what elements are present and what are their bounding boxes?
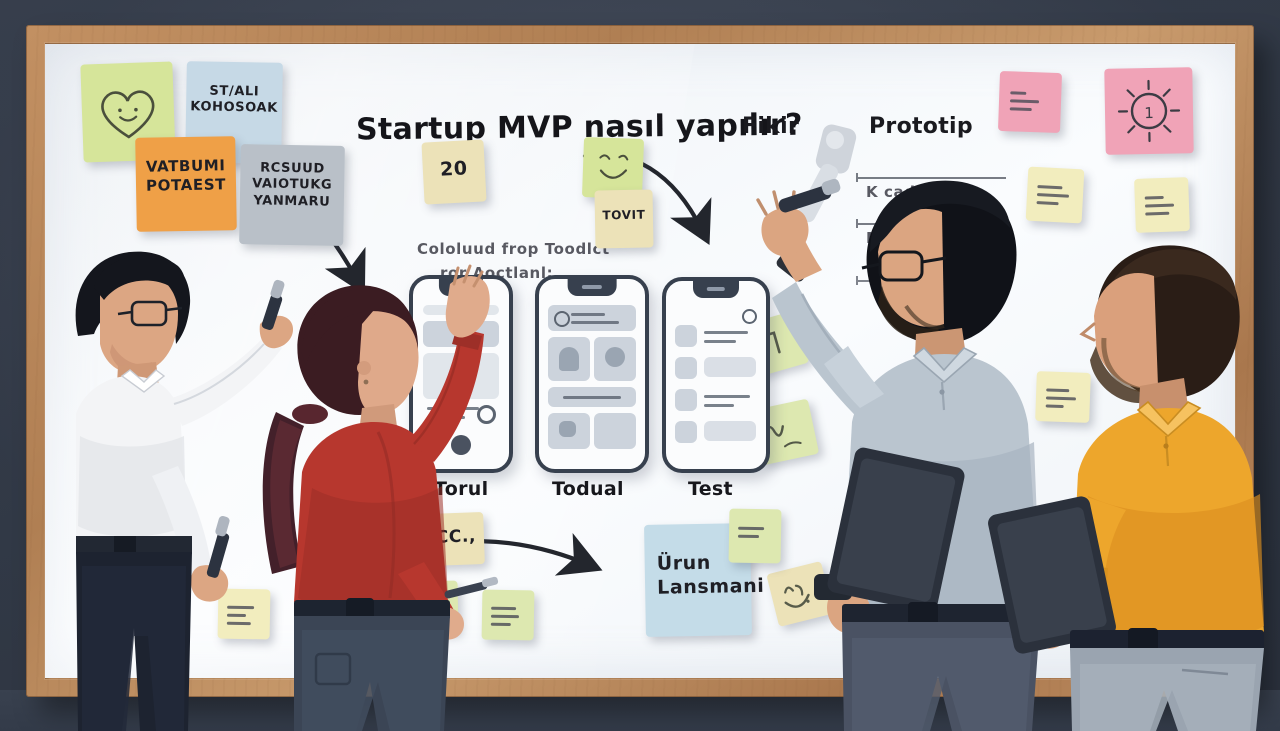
phone-label-test: Test bbox=[688, 478, 733, 500]
phone-notch bbox=[693, 281, 739, 298]
sticky-note-yellow-right-2[interactable] bbox=[1134, 177, 1190, 233]
sticky-note-launch-top[interactable] bbox=[728, 508, 782, 564]
diagram-rule-1 bbox=[858, 177, 1006, 179]
heart-icon bbox=[101, 90, 155, 139]
page-title: Startup MVP nasıl yapılır? bbox=[355, 107, 803, 148]
phone-ui-line bbox=[571, 321, 619, 324]
phone-ui-ring bbox=[554, 311, 570, 327]
phone-home-button[interactable] bbox=[451, 435, 471, 455]
sticky-note-orange[interactable]: VATBUMI POTAEST bbox=[135, 136, 237, 232]
sticky-note-pink-lines[interactable] bbox=[997, 70, 1063, 134]
note-scribble-lines bbox=[1009, 91, 1051, 117]
person-man-yellow bbox=[988, 228, 1280, 731]
sticky-note-gray-label: RCSUUD VAIOTUKG YANMARU bbox=[251, 160, 333, 210]
pseudo-text-line-1: Cololuud frop Toodlct bbox=[417, 240, 610, 258]
note-scribble-lines bbox=[738, 527, 772, 544]
sticky-note-twenty-label: 20 bbox=[439, 157, 469, 181]
sticky-note-orange-label: VATBUMI POTAEST bbox=[145, 156, 227, 195]
phone-list-thumb bbox=[675, 389, 697, 411]
phone-ui-ring bbox=[477, 405, 496, 424]
phone-ui-line bbox=[704, 395, 750, 398]
sun-icon: 1 bbox=[1117, 79, 1181, 143]
phone-ui-ring bbox=[742, 309, 757, 324]
person-man-blue-polo bbox=[756, 156, 1046, 731]
phone-notch bbox=[567, 279, 617, 296]
phone-ui-line bbox=[704, 404, 734, 407]
svg-text:1: 1 bbox=[1144, 104, 1154, 122]
phone-ui-avatar bbox=[605, 347, 625, 367]
sticky-note-heart[interactable] bbox=[80, 61, 176, 163]
phone-ui-icon bbox=[559, 421, 576, 437]
sticky-note-small-focus-label: ST/ALI KOHOSOAK bbox=[190, 83, 278, 117]
phone-label-todual: Todual bbox=[552, 478, 624, 500]
phone-ui-block bbox=[704, 357, 756, 377]
phone-ui-line bbox=[704, 331, 748, 334]
person-man-white-shirt bbox=[60, 236, 294, 731]
stage-label-fikir: Fikir bbox=[742, 114, 800, 139]
person-woman-red bbox=[258, 262, 508, 731]
phone-ui-line bbox=[571, 313, 605, 316]
phone-mockup-todual[interactable] bbox=[535, 275, 649, 473]
sticky-note-arabic[interactable] bbox=[766, 561, 834, 627]
sticky-note-gray[interactable]: RCSUUD VAIOTUKG YANMARU bbox=[239, 144, 345, 246]
phone-ui-avatar bbox=[559, 347, 579, 371]
diagram-tick-1 bbox=[856, 173, 858, 182]
sticky-note-pink-sun[interactable]: 1 bbox=[1104, 67, 1194, 155]
phone-mockup-test[interactable] bbox=[662, 277, 770, 473]
phone-ui-line bbox=[704, 340, 736, 343]
sticky-note-tovit-label: TOVIT bbox=[602, 207, 646, 223]
sticky-note-twenty[interactable]: 20 bbox=[421, 139, 487, 205]
phone-label-torul: Torul bbox=[434, 478, 489, 500]
sticky-note-tovit[interactable]: TOVIT bbox=[594, 189, 654, 249]
smile-icon bbox=[599, 154, 629, 179]
phone-ui-line bbox=[563, 396, 621, 399]
diagram-tick-3 bbox=[856, 276, 858, 285]
diagram-tick-2 bbox=[856, 219, 858, 228]
phone-list-thumb bbox=[675, 421, 697, 443]
stage-label-prototip: Prototip bbox=[869, 114, 973, 139]
squiggle-icon bbox=[784, 584, 810, 608]
phone-ui-card bbox=[594, 413, 636, 449]
sticky-note-smile[interactable] bbox=[581, 136, 645, 200]
phone-list-thumb bbox=[675, 325, 697, 347]
phone-list-thumb bbox=[675, 357, 697, 379]
note-scribble-lines bbox=[1144, 196, 1179, 221]
phone-ui-block bbox=[704, 421, 756, 441]
